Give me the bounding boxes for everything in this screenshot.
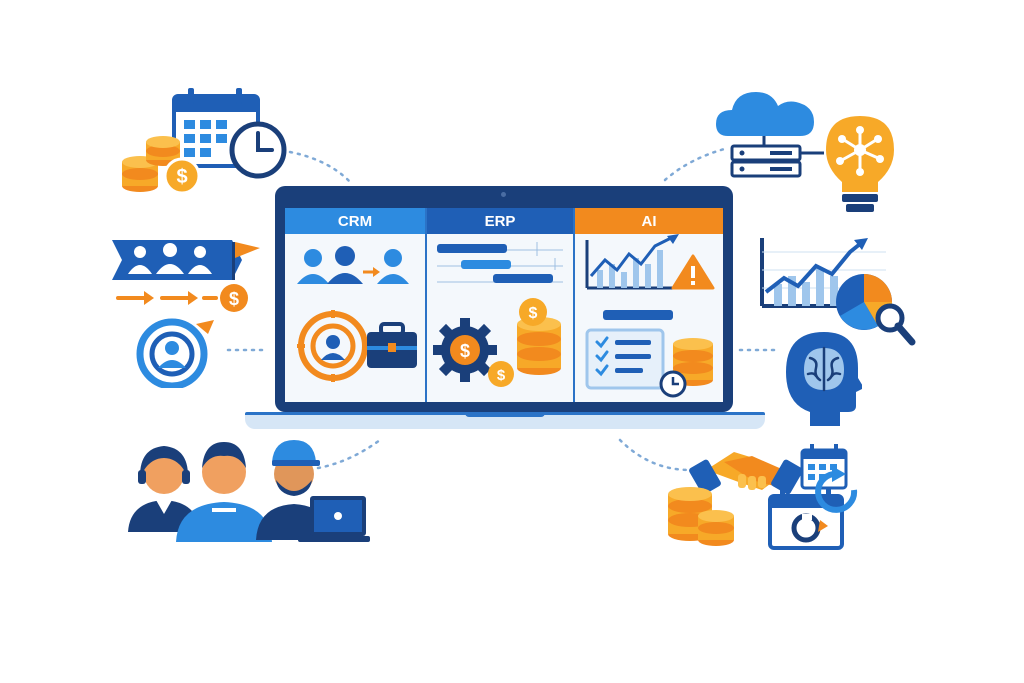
warning-icon [671, 254, 715, 290]
tab-ai[interactable]: AI [575, 208, 723, 234]
crm-illustration [297, 246, 417, 382]
laptop-notch [465, 412, 545, 417]
target-icon [297, 310, 368, 382]
svg-text:$: $ [229, 289, 239, 309]
brain-head-icon [786, 332, 862, 426]
panel-divider [573, 208, 575, 402]
ai-panel: AI [575, 208, 723, 402]
dollar-icon: $ [163, 157, 201, 195]
support-team-icon [128, 440, 370, 542]
pie-search-icon [836, 274, 916, 346]
coins-icon [122, 136, 180, 192]
lightbulb-network-icon [826, 116, 894, 212]
customers-icon [297, 246, 409, 284]
clock-icon [229, 121, 287, 179]
calendar-sync-icon [768, 466, 858, 550]
panel-divider [425, 208, 427, 402]
svg-text:$: $ [497, 367, 506, 384]
coins-clock-icon [659, 338, 713, 398]
checklist-icon [585, 310, 673, 390]
crm-panel: CRM [285, 208, 425, 402]
svg-text:$: $ [529, 305, 538, 322]
gear-dollar-icon: $ [433, 318, 497, 382]
arrow-dollar-icon: $ [116, 284, 248, 312]
erp-panel: ERP [427, 208, 573, 402]
calendar-clock-coins-group: $ [122, 88, 287, 195]
gantt-chart-icon [437, 242, 563, 283]
webcam-icon [501, 192, 506, 197]
team-flag-icon [112, 240, 260, 280]
coins-icon [668, 487, 734, 546]
svg-text:$: $ [460, 341, 470, 361]
ai-illustration [585, 234, 715, 398]
trend-chart-icon [585, 234, 679, 290]
cloud-server-icon [716, 92, 824, 178]
growth-chart-icon [760, 238, 886, 308]
target-person-icon [136, 318, 214, 388]
arrow-icon [363, 267, 380, 277]
briefcase-icon [367, 322, 417, 368]
handshake-coins-calendar-group [668, 444, 858, 550]
laptop: CRM [245, 186, 765, 434]
erp-illustration: $ $ $ [433, 242, 563, 387]
tab-erp[interactable]: ERP [427, 208, 573, 234]
coin-stack-icon: $ $ [488, 298, 561, 387]
handshake-icon [689, 452, 803, 495]
screen-content: CRM [285, 208, 723, 402]
laptop-screen: CRM [275, 186, 733, 412]
svg-text:$: $ [176, 166, 187, 188]
tab-crm[interactable]: CRM [285, 208, 425, 234]
